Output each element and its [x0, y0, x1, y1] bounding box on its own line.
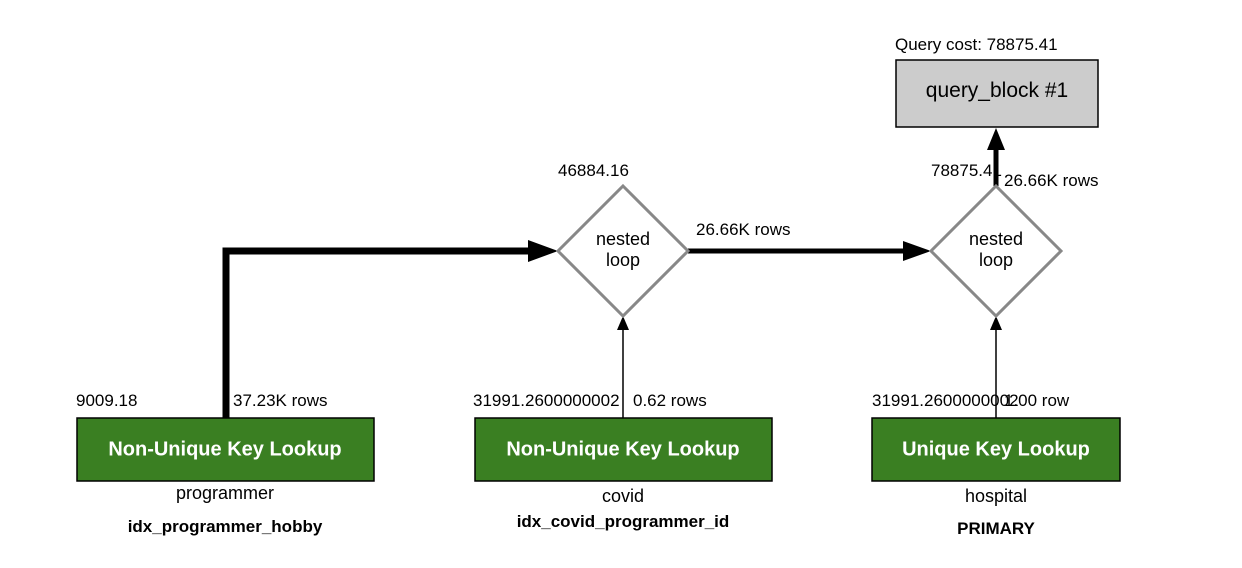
programmer-table-name: programmer — [176, 483, 274, 503]
arrowhead-loop1-bottom — [617, 316, 629, 330]
arrowhead-query-block — [987, 128, 1005, 150]
programmer-cost: 9009.18 — [76, 391, 137, 410]
hospital-rows: 1.00 row — [1004, 391, 1070, 410]
loop1-cost: 46884.16 — [558, 161, 629, 180]
hospital-key-name: PRIMARY — [957, 519, 1035, 538]
arrowhead-loop2-left — [903, 241, 931, 261]
nested-loop-1-diamond[interactable] — [555, 183, 691, 319]
covid-key-name: idx_covid_programmer_id — [517, 512, 730, 531]
nested-loop-2-diamond[interactable] — [928, 183, 1064, 319]
query-block-title: query_block #1 — [926, 79, 1068, 102]
covid-table-name: covid — [602, 486, 644, 506]
hospital-table-name: hospital — [965, 486, 1027, 506]
covid-cost: 31991.2600000002 — [473, 391, 620, 410]
loop2-cost: 78875.41 — [931, 161, 1002, 180]
loop2-label-line1: nested — [969, 229, 1023, 249]
hospital-access-type: Unique Key Lookup — [902, 438, 1090, 460]
programmer-key-name: idx_programmer_hobby — [128, 517, 323, 536]
loop1-output-rows: 26.66K rows — [696, 220, 791, 239]
edge-programmer-to-loop1 — [222, 247, 530, 418]
loop2-output-rows: 26.66K rows — [1004, 171, 1099, 190]
covid-access-type: Non-Unique Key Lookup — [506, 438, 739, 460]
covid-rows: 0.62 rows — [633, 391, 707, 410]
programmer-access-type: Non-Unique Key Lookup — [108, 438, 341, 460]
programmer-access-box[interactable] — [76, 417, 375, 482]
loop1-label-line1: nested — [596, 229, 650, 249]
arrowhead-loop1-left — [528, 240, 558, 262]
loop1-label-line2: loop — [606, 250, 640, 270]
programmer-rows: 37.23K rows — [233, 391, 328, 410]
arrowhead-loop2-bottom — [990, 316, 1002, 330]
hospital-cost: 31991.2600000002 — [872, 391, 1019, 410]
hospital-access-box[interactable] — [871, 417, 1121, 482]
covid-access-box[interactable] — [474, 417, 773, 482]
query-cost-label: Query cost: 78875.41 — [895, 35, 1058, 54]
query-block-box[interactable] — [895, 59, 1099, 128]
loop2-label-line2: loop — [979, 250, 1013, 270]
